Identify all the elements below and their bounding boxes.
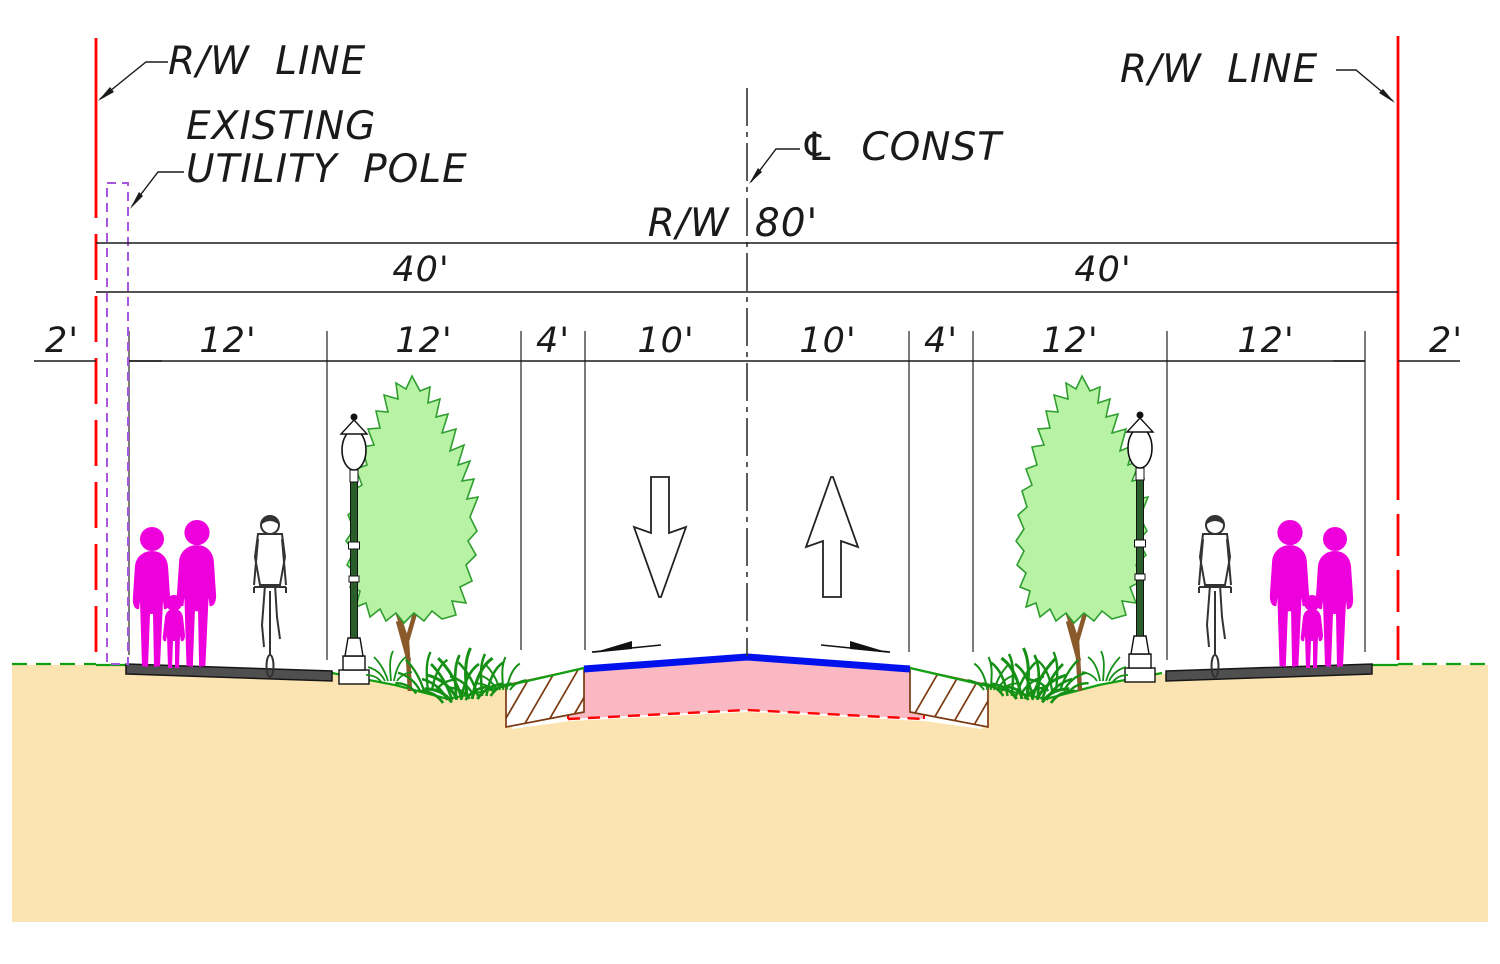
centerline-label: ℄ CONST (800, 125, 1003, 170)
leader-cl-const (750, 148, 800, 183)
rw-total-dimension-label: R/W 80' (647, 201, 819, 246)
slope-arrow-left (591, 641, 662, 653)
rw-line-left-label: R/W LINE (168, 39, 367, 84)
dim-border-left: 2' (45, 321, 79, 361)
dimension-lines (34, 243, 1460, 361)
slope-arrow-right (820, 641, 891, 653)
tree-icon-right (1016, 376, 1148, 691)
dim-gutter-right: 4' (924, 321, 958, 361)
dim-sidewalk-left: 12' (199, 321, 257, 361)
sidewalk-right (1165, 663, 1373, 682)
utility-pole-label-line2: UTILITY POLE (186, 147, 468, 192)
utility-pole-mark (106, 182, 129, 665)
dim-treelawn-right: 12' (1041, 321, 1099, 361)
dim-gutter-left: 4' (536, 321, 570, 361)
cyclist-icon-left (253, 515, 287, 678)
rw-line-right-label: R/W LINE (1120, 47, 1319, 92)
leader-rw-left (99, 61, 168, 100)
lane-arrow-up (804, 476, 860, 598)
pavement-surface (583, 653, 911, 673)
lane-arrow-down (632, 476, 688, 598)
tree-icon-left (346, 376, 478, 691)
dim-treelawn-left: 12' (395, 321, 453, 361)
dim-border-right: 2' (1429, 321, 1463, 361)
dim-lane-right: 10' (799, 321, 857, 361)
leader-utility-pole (131, 171, 184, 207)
pedestrians-icon-right (1269, 519, 1354, 668)
earth-fill (12, 665, 1488, 922)
leader-rw-right (1336, 69, 1394, 102)
dim-lane-left: 10' (637, 321, 695, 361)
extension-lines (128, 331, 1366, 660)
dim-sidewalk-right: 12' (1237, 321, 1295, 361)
pedestrians-icon-left (132, 519, 217, 668)
sidewalk-left (125, 663, 333, 682)
half-width-left-label: 40' (392, 250, 450, 290)
utility-pole-label-line1: EXISTING (186, 104, 377, 149)
half-width-right-label: 40' (1074, 250, 1132, 290)
leader-arrowheads (98, 87, 1395, 209)
cyclist-icon-right (1198, 515, 1232, 678)
